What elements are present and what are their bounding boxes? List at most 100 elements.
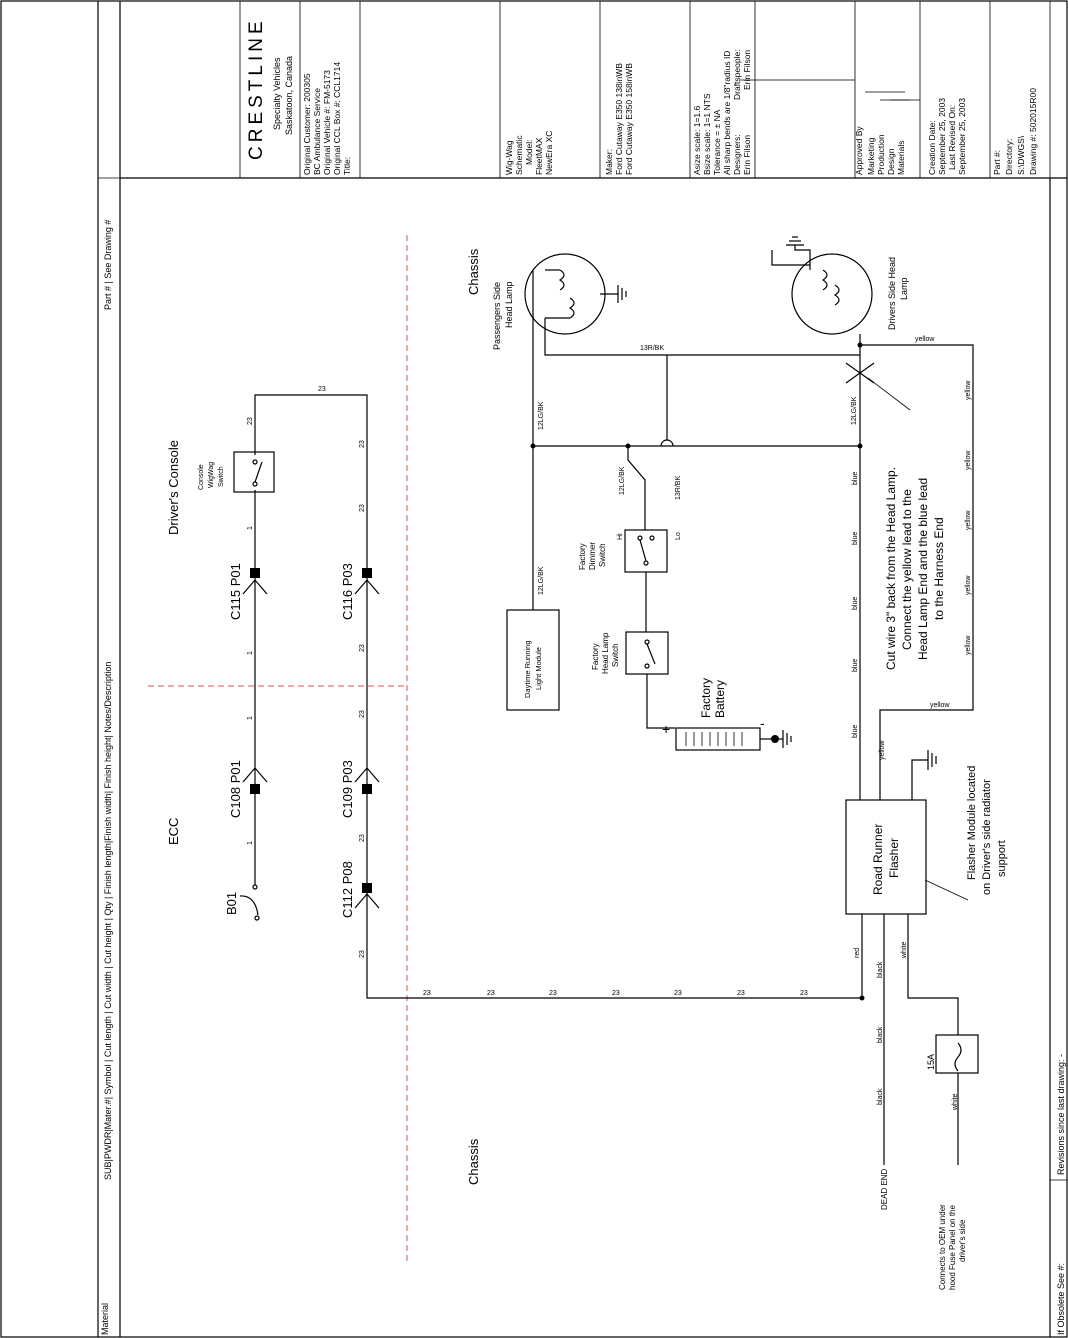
oem-note-3: driver's side xyxy=(958,1219,967,1262)
last-revised-label: Last Revised On: xyxy=(947,105,957,170)
factory-dimmer-switch: Hi Lo Factory Dimmer Switch xyxy=(578,529,682,632)
wire-white-2: white xyxy=(952,1094,959,1111)
model-line-1: FleetMAX xyxy=(534,137,544,175)
designers-label: Designers: xyxy=(732,134,742,175)
maker-line-2: Ford Cutaway E350 158inWB xyxy=(624,63,634,175)
dimmer-lo: Lo xyxy=(675,532,682,540)
title-line-2: Schematic xyxy=(514,135,524,175)
wire-label-1-a: 1 xyxy=(247,526,254,530)
original-ccl: Original CCL Box #: CCL1714 xyxy=(332,62,342,175)
wire-yellow-7: yellow xyxy=(930,702,950,709)
wire-label-1-c: 1 xyxy=(247,716,254,720)
dimmer-label-3: Switch xyxy=(598,543,607,567)
wire-12lgbk-b: 12LG/BK xyxy=(538,566,545,595)
cut-note-2: Connect the yellow lead to the xyxy=(900,489,914,650)
flasher-note-1: Flasher Module located xyxy=(966,766,978,880)
driver-lamp-label-1: Drivers Side Head xyxy=(887,257,897,330)
last-revised-date: September 25, 2003 xyxy=(957,98,967,175)
drl-module: Daytime Running Light Module xyxy=(506,609,560,711)
wire-label-23-h6: 23 xyxy=(737,990,745,997)
connector-c109-label: C109 P03 xyxy=(340,760,355,818)
console-switch-label-1: Console xyxy=(198,464,205,490)
console-switch-label-2: WigWag xyxy=(208,462,215,488)
approver-marketing: Marketing xyxy=(866,137,876,175)
footer: If Obsolete See #: Revisions since last … xyxy=(1050,1054,1067,1335)
obsolete-label: If Obsolete See #: xyxy=(1056,1263,1066,1335)
head-switch-label-3: Switch xyxy=(611,643,620,667)
wire-blue-2: blue xyxy=(852,532,859,545)
oem-note-1: Connects to OEM under xyxy=(938,1204,947,1290)
creation-date: September 25, 2003 xyxy=(937,98,947,175)
part-number-label: Part #: xyxy=(992,150,1002,175)
wire-label-23-h7: 23 xyxy=(800,990,808,997)
driver-lamp-label-2: Lamp xyxy=(899,277,909,300)
draftspeople-label: Draftspeople: xyxy=(732,49,742,100)
wire-blue-5: blue xyxy=(852,725,859,738)
wire-13rbk-top: 13R/BK xyxy=(640,345,664,352)
wire-label-1-d: 1 xyxy=(247,841,254,845)
factory-battery: + - Factory Battery xyxy=(662,678,792,751)
head-switch-label-2: Head Lamp xyxy=(601,632,610,674)
battery-label-2: Battery xyxy=(713,680,727,718)
brand-logo: CRESTLINE xyxy=(246,17,267,160)
wire-12lgbk-d: 12LG/BK xyxy=(851,396,858,425)
wire-label-23-v2: 23 xyxy=(359,504,366,512)
directory-label: Directory: xyxy=(1004,139,1014,175)
parts-table: SUB|PWDR|Mater.#| Symbol | Cut length | … xyxy=(100,220,113,1335)
flasher-note-2: on Driver's side radiator xyxy=(981,779,993,895)
road-runner-flasher: Road Runner Flasher Flasher Module locat… xyxy=(845,750,1008,1165)
connector-c108-label: C108 P01 xyxy=(228,760,243,818)
wire-yellow-2: yellow xyxy=(965,380,972,400)
connector-c115-label: C115 P01 xyxy=(228,563,243,620)
drl-label-1: Daytime Running xyxy=(523,640,532,698)
flasher-wiring: yellow yellow yellow yellow yellow yello… xyxy=(845,336,974,800)
wire-label-23-h4: 23 xyxy=(612,990,620,997)
dimmer-hi: Hi xyxy=(617,533,624,540)
wire-yellow-4: yellow xyxy=(965,510,972,530)
tolerance: Tolerance = ± NA xyxy=(712,109,722,175)
flasher-note-3: support xyxy=(996,840,1008,877)
drl-label-2: Light Module xyxy=(534,647,543,690)
wire-23-circuit: 23 23 1 1 1 1 23 23 23 23 23 23 23 23 23… xyxy=(247,386,862,999)
cut-note-1: Cut wire 3" back from the Head Lamp. xyxy=(884,467,898,670)
parts-table-header: SUB|PWDR|Mater.#| Symbol | Cut length | … xyxy=(103,662,113,1180)
passenger-head-lamp: Passengers Side Head Lamp xyxy=(492,253,627,350)
title-label: Title: xyxy=(342,157,352,175)
battery-label-1: Factory xyxy=(699,678,713,718)
model-label: Model: xyxy=(524,139,534,165)
oem-note-2: hood Fuse Panel on the xyxy=(948,1204,957,1290)
fuse-15a: 15A DEAD END Connects to OEM under hood … xyxy=(880,1034,979,1290)
region-dividers xyxy=(148,235,408,1262)
approver-design: Design xyxy=(886,148,896,175)
connector-c112: C112 P08 xyxy=(340,861,380,918)
wire-yellow-3: yellow xyxy=(965,450,972,470)
dimmer-label-2: Dimmer xyxy=(588,542,597,570)
wire-yellow-1: yellow xyxy=(915,336,935,343)
title-line-1: Wig-Wag xyxy=(504,140,514,175)
approver-production: Production xyxy=(876,134,886,175)
directory-value: S:\DWGS\ xyxy=(1016,135,1026,175)
battery-minus: - xyxy=(760,715,765,731)
wire-yellow-5: yellow xyxy=(965,575,972,595)
wire-label-23-h1: 23 xyxy=(423,990,431,997)
dead-end-label: DEAD END xyxy=(880,1168,889,1210)
wire-yellow-6: yellow xyxy=(965,635,972,655)
head-switch-label-1: Factory xyxy=(591,643,600,670)
wire-black-2: black xyxy=(877,1026,884,1043)
console-wigwag-switch: Console WigWag Switch xyxy=(198,451,275,493)
bsize-scale: Bsize scale: 1=1 NTS xyxy=(702,93,712,175)
b01-switch: B01 xyxy=(224,884,260,921)
approver-materials: Materials xyxy=(896,141,906,175)
wire-black-3: black xyxy=(877,1088,884,1105)
original-customer: Original Customer: 200305 xyxy=(302,73,312,175)
designer: Erin Filson xyxy=(742,135,752,175)
connector-c116-label: C116 P03 xyxy=(340,563,355,620)
battery-plus: + xyxy=(662,721,670,737)
wire-blue-3: blue xyxy=(852,597,859,610)
parts-table-material: Material xyxy=(100,1303,110,1335)
wire-12lgbk-c: 12LG/BK xyxy=(619,466,626,495)
wire-white-1: white xyxy=(901,942,908,959)
wire-12lgbk-a: 12LG/BK xyxy=(538,401,545,430)
